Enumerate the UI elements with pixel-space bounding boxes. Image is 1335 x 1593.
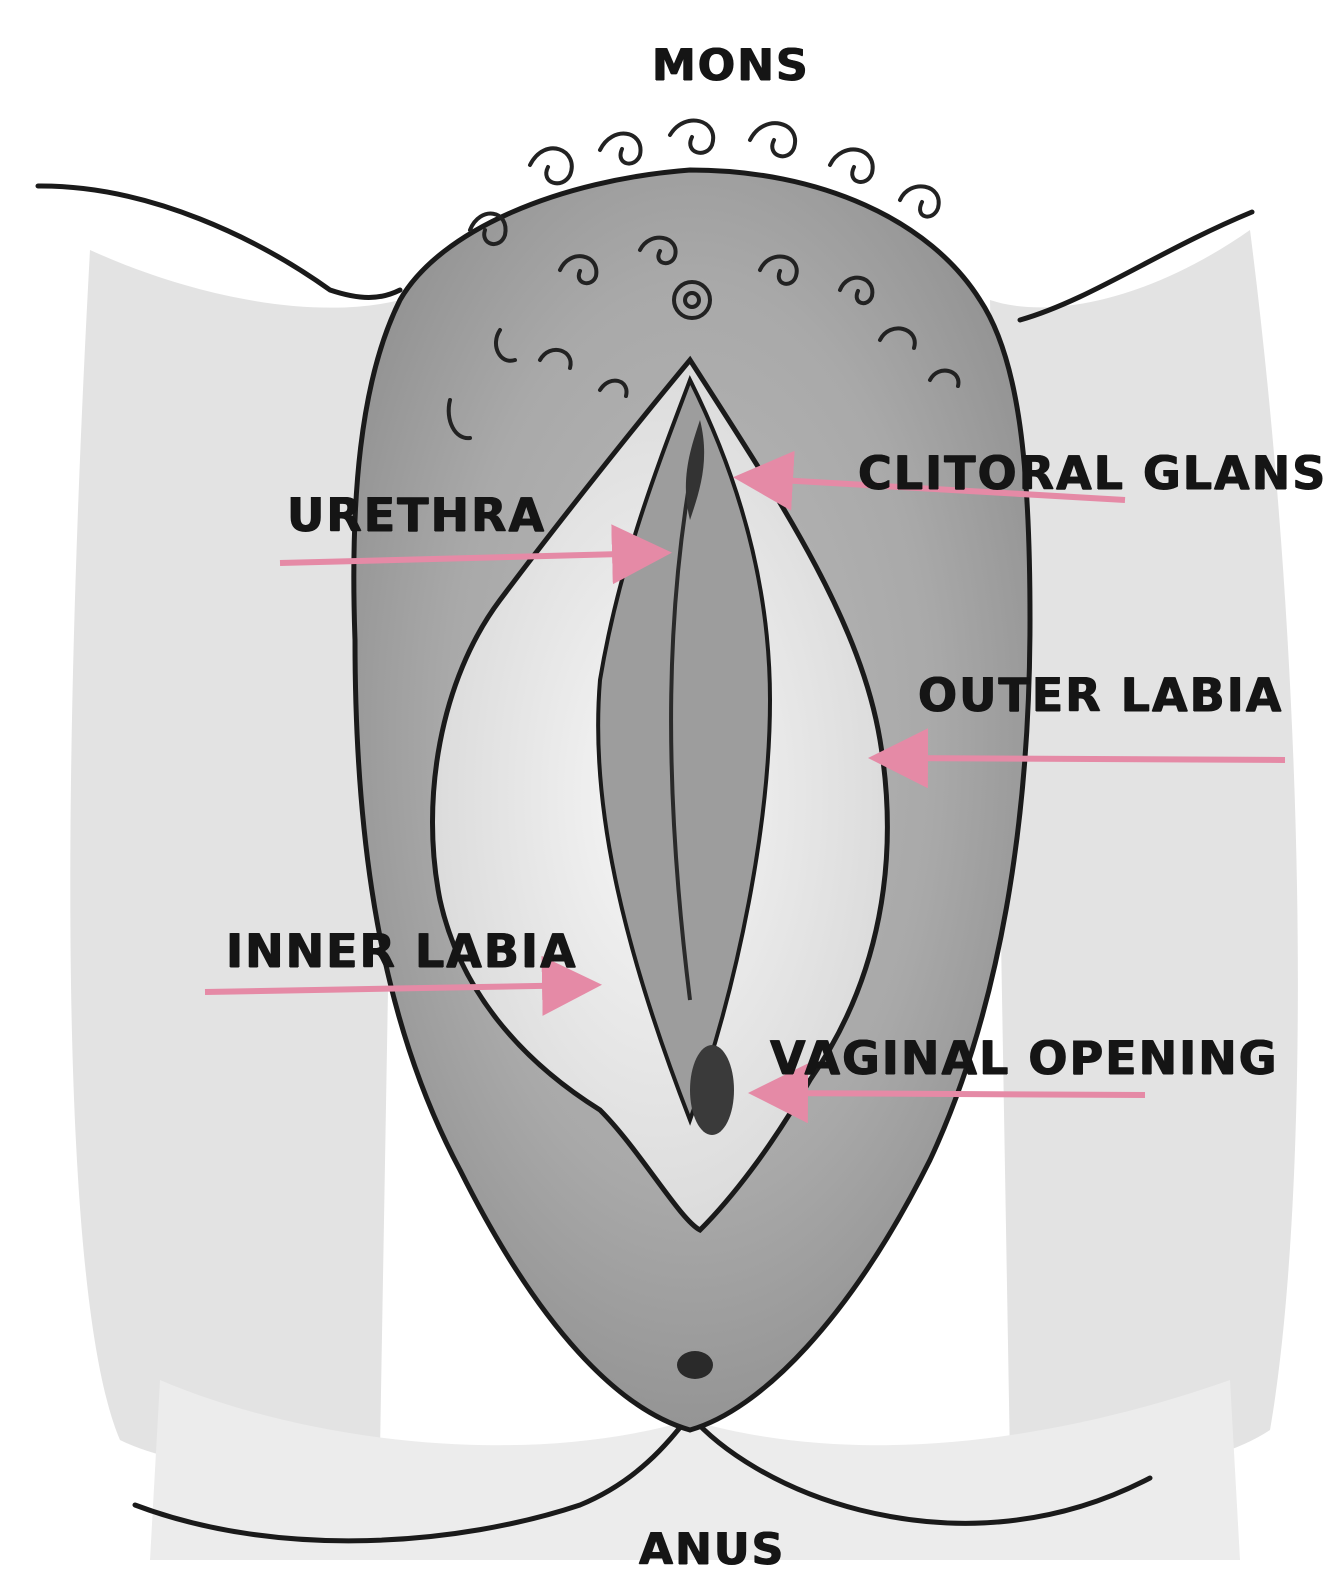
outer-labia-arrow [880, 758, 1285, 760]
vaginal-opening-arrow [760, 1093, 1145, 1095]
label-anus: ANUS [639, 1528, 785, 1572]
label-urethra: URETHRA [287, 492, 546, 538]
label-outer-labia: OUTER LABIA [918, 672, 1283, 718]
label-mons: MONS [652, 44, 810, 88]
label-inner-labia: INNER LABIA [226, 928, 578, 974]
label-vaginal-opening: VAGINAL OPENING [770, 1035, 1279, 1081]
label-clitoral-glans: CLITORAL GLANS [858, 450, 1327, 496]
